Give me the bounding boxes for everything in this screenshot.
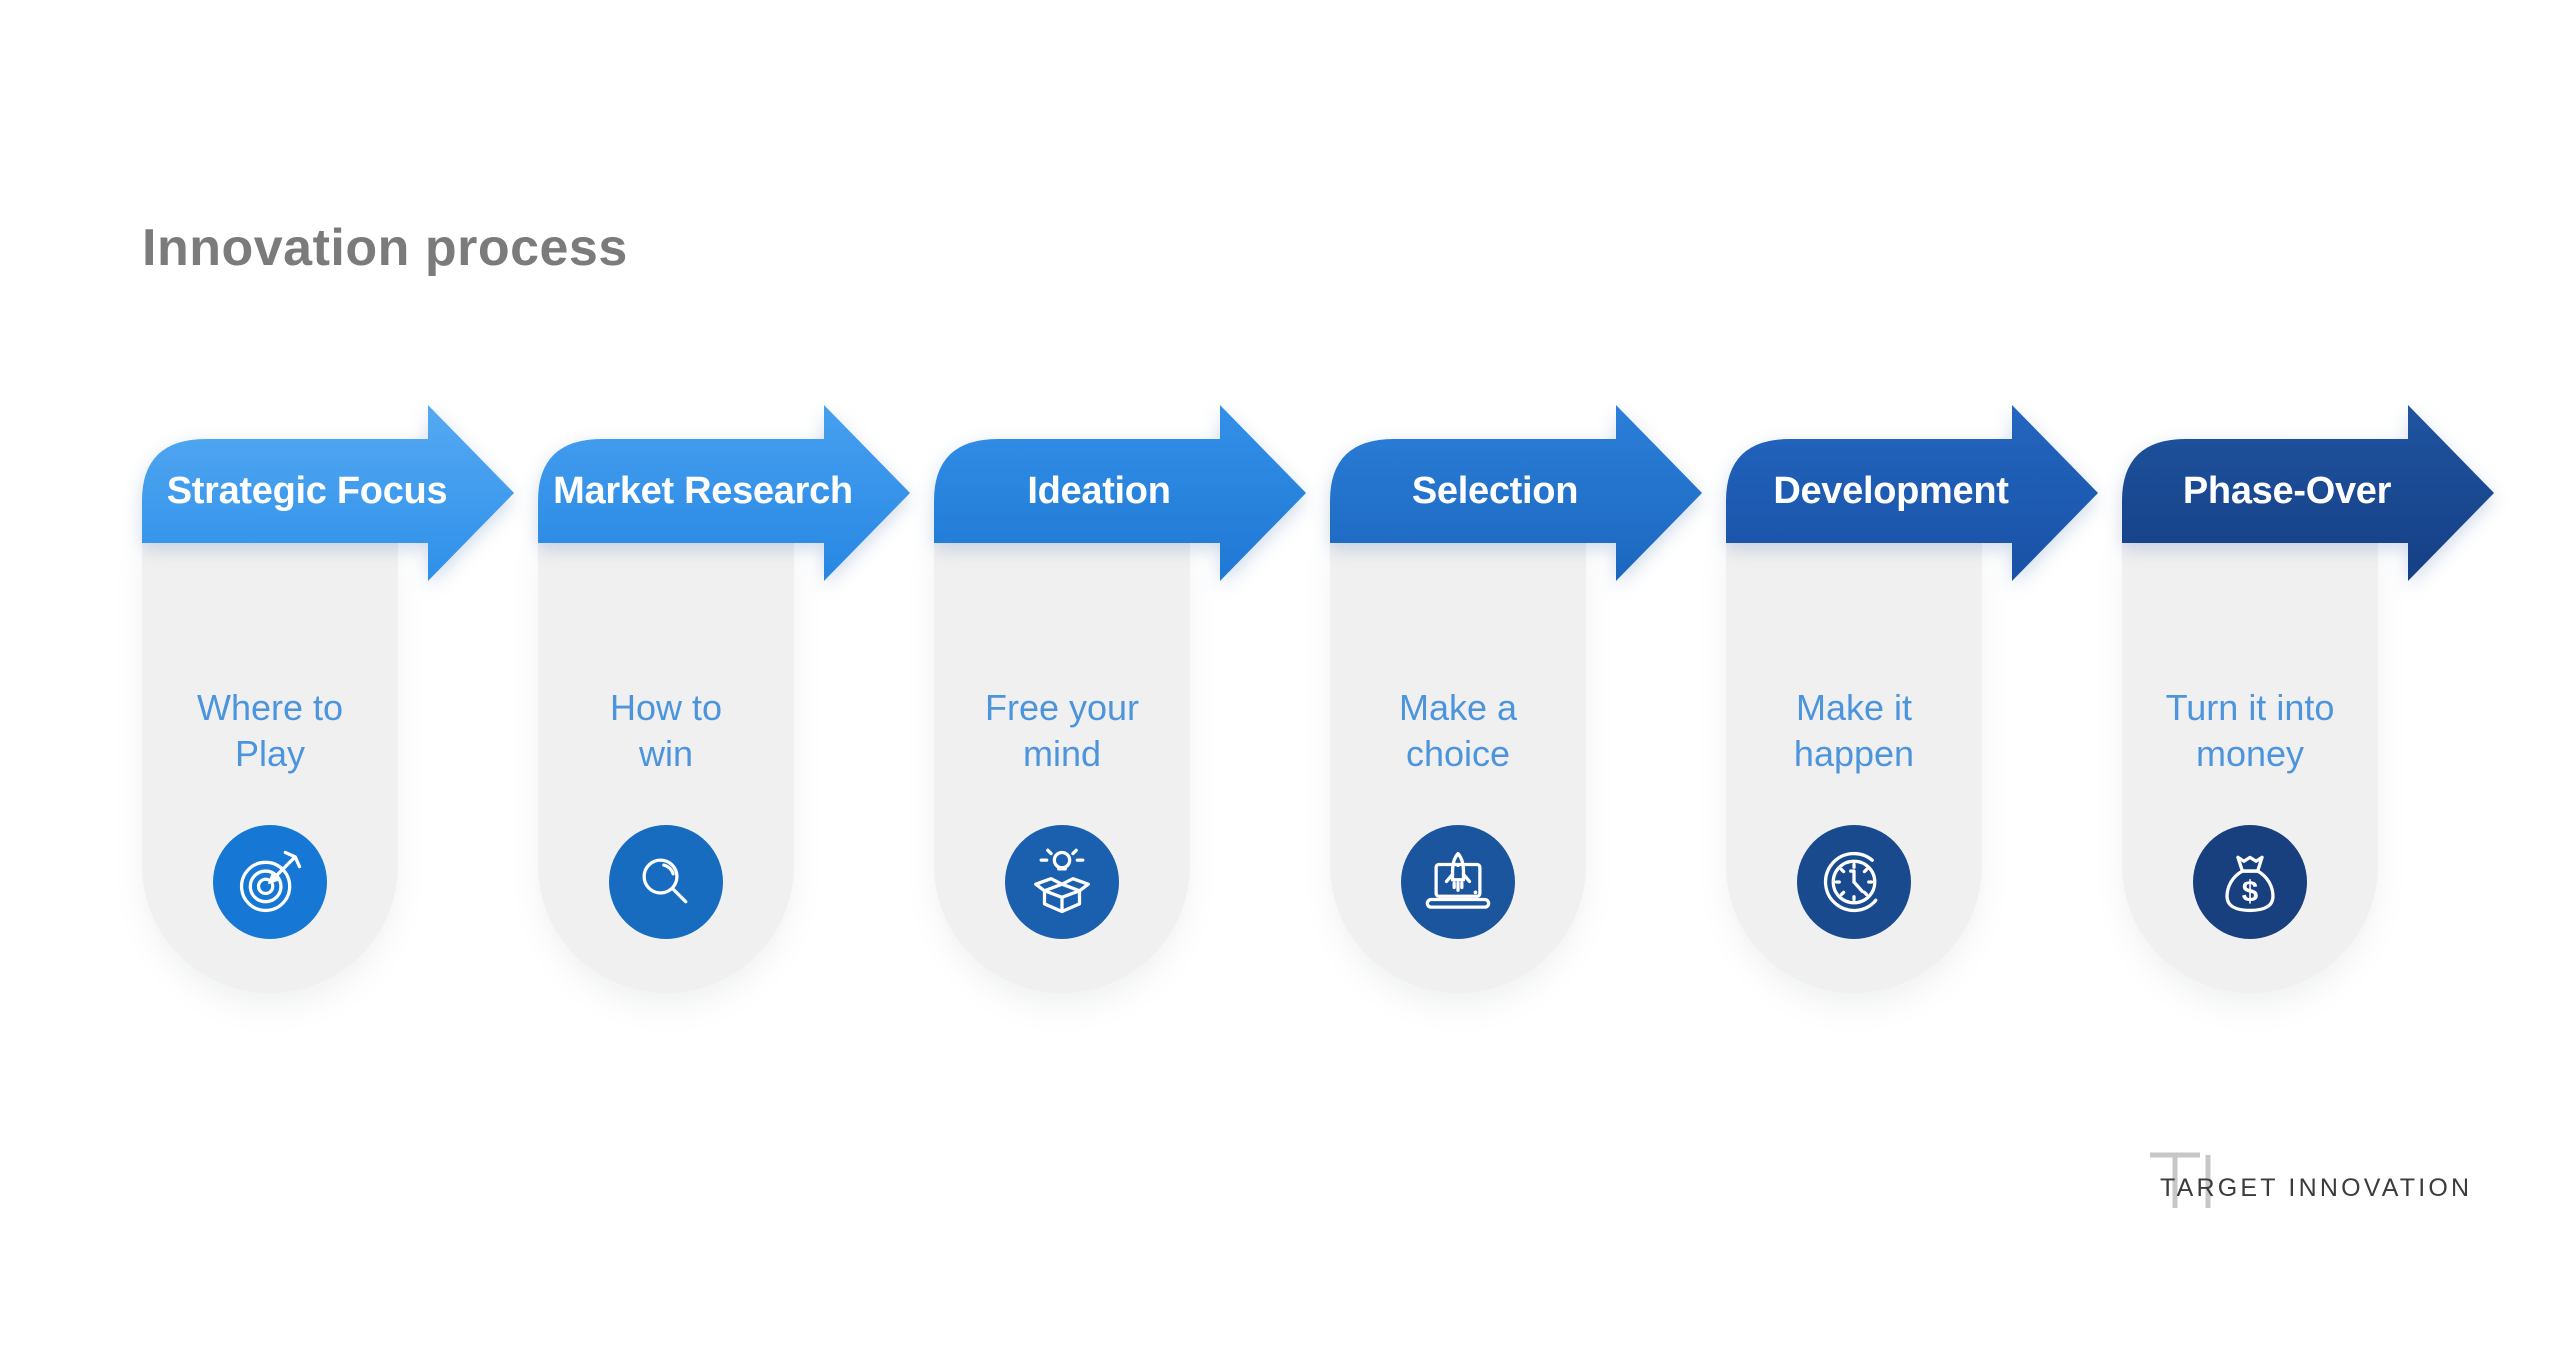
stage-label: Market Research xyxy=(553,469,853,512)
target-dart-icon xyxy=(239,850,302,913)
arrow-banner xyxy=(538,405,910,581)
stage-ideation: Ideation Free your mind xyxy=(934,403,1330,1043)
arrow-banner xyxy=(2122,405,2494,581)
stage-label: Selection xyxy=(1411,469,1579,512)
stage-label: Phase-Over xyxy=(2182,469,2392,512)
process-stages: Strategic Focus Where to Play xyxy=(142,403,2518,1043)
idea-box-icon xyxy=(1034,848,1090,914)
arrow-banner xyxy=(142,405,514,581)
stage-label: Development xyxy=(1773,469,2009,512)
stage-subtitle: How to win xyxy=(609,687,723,774)
arrow-banner xyxy=(934,405,1306,581)
stage-selection: Selection Make a choice xyxy=(1330,403,1726,1043)
stage-phase-over: Phase-Over Turn it into money $ xyxy=(2122,403,2518,1043)
stage-icon-badge xyxy=(1401,825,1515,939)
logo-wordmark: TARGET INNOVATION xyxy=(2160,1174,2473,1202)
stage-icon-badge xyxy=(1005,825,1119,939)
money-bag-icon: $ xyxy=(2225,855,2275,913)
stage-strategic-focus: Strategic Focus Where to Play xyxy=(142,403,538,1043)
stage-subtitle: Make a choice xyxy=(1398,687,1518,774)
stage-icon-badge xyxy=(609,825,723,939)
stage-icon-badge xyxy=(1797,825,1911,939)
stage-subtitle: Where to Play xyxy=(196,687,344,774)
stage-market-research: Market Research How to win xyxy=(538,403,934,1043)
stage-label: Strategic Focus xyxy=(166,469,448,512)
stage-development: Development Make it happen xyxy=(1726,403,2122,1043)
svg-text:$: $ xyxy=(2242,876,2258,909)
stage-icon-badge: $ xyxy=(2193,825,2307,939)
stage-subtitle: Free your mind xyxy=(984,687,1140,774)
stage-label: Ideation xyxy=(1027,469,1171,512)
clock-icon xyxy=(1823,851,1878,913)
stage-subtitle: Make it happen xyxy=(1793,687,1915,774)
stage-subtitle: Turn it into money xyxy=(2165,687,2335,774)
magnifier-icon xyxy=(642,858,688,904)
arrow-banner xyxy=(1330,405,1702,581)
stage-icon-badge xyxy=(213,825,327,939)
rocket-laptop-icon xyxy=(1425,851,1491,909)
arrow-banner xyxy=(1726,405,2098,581)
target-innovation-logo: TARGET INNOVATION xyxy=(2148,1150,2508,1222)
page-title: Innovation process xyxy=(142,219,628,277)
ti-monogram-icon xyxy=(2150,1152,2211,1208)
